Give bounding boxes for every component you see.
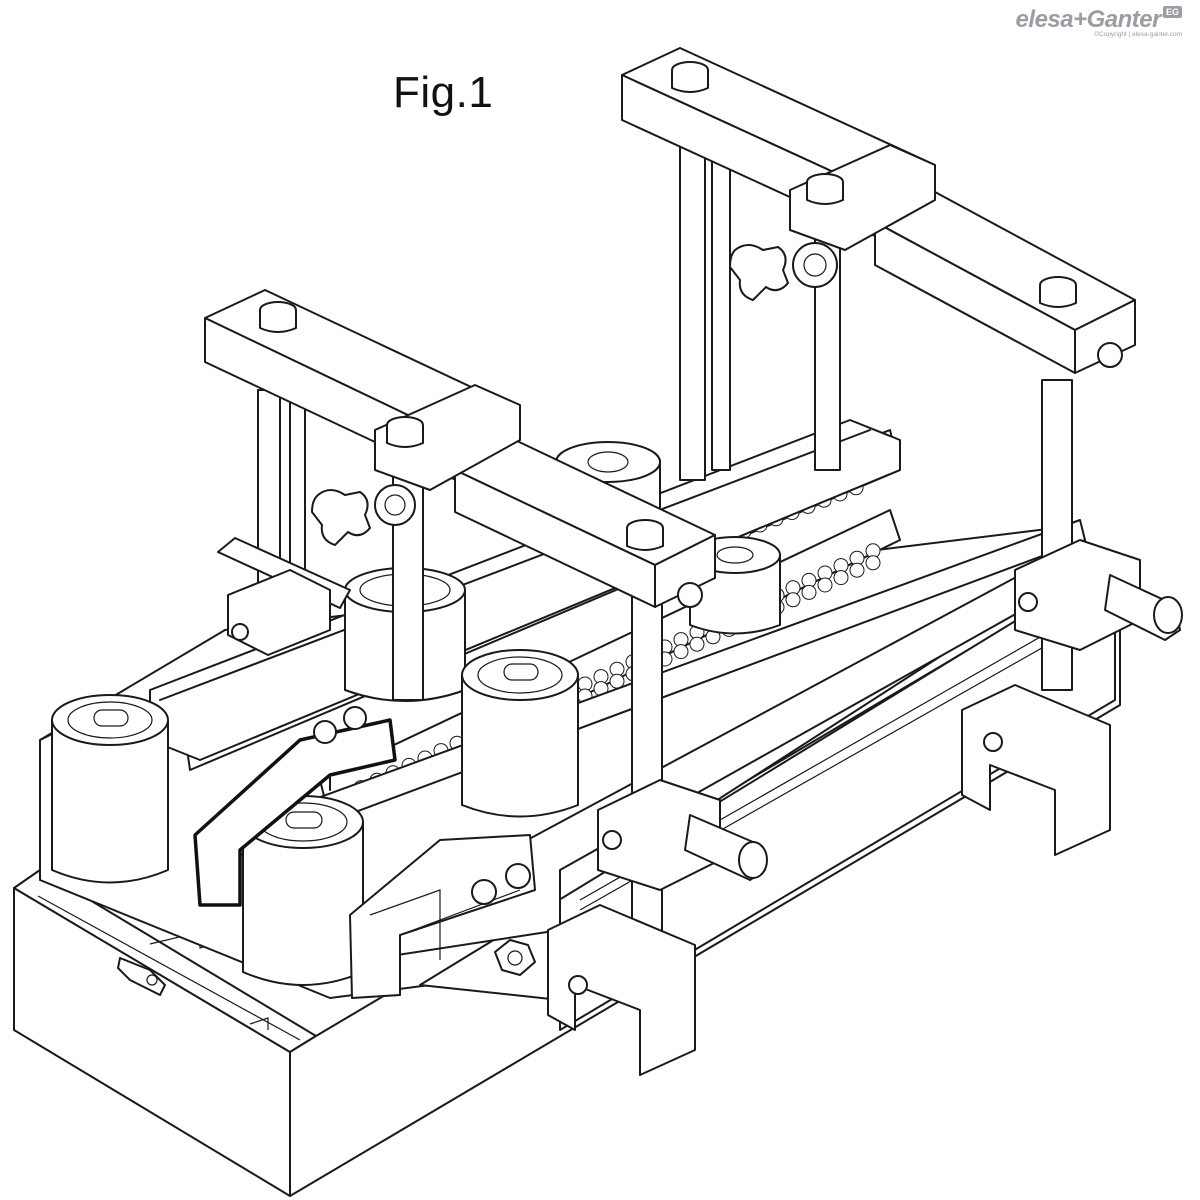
side-clamp-right bbox=[1014, 539, 1183, 651]
chain-ball bbox=[801, 584, 817, 600]
chain-ball bbox=[689, 636, 705, 652]
chain-ball bbox=[833, 570, 849, 586]
side-rod-left bbox=[217, 537, 351, 656]
bolt-left-base bbox=[117, 957, 166, 996]
can-left bbox=[51, 694, 169, 884]
chain-ball bbox=[817, 577, 833, 593]
diverter-guide-front bbox=[349, 834, 536, 999]
lower-clamp-bar-right bbox=[874, 191, 1136, 374]
chain-ball bbox=[849, 562, 865, 578]
logo-copyright: ©Copyright | elesa-ganter.com bbox=[1094, 31, 1182, 38]
hex-nut-front bbox=[494, 939, 536, 976]
diverter-guide-left bbox=[193, 706, 397, 907]
logo-wordmark: elesa+Ganter bbox=[1015, 6, 1162, 33]
star-knob-left bbox=[311, 484, 416, 546]
logo-badge: EG bbox=[1162, 6, 1182, 18]
support-bracket-front bbox=[547, 904, 696, 1076]
cross-clamp-right bbox=[789, 144, 936, 251]
star-knob-right bbox=[729, 242, 838, 301]
figure-label: Fig.1 bbox=[393, 68, 494, 117]
chain-ball bbox=[673, 644, 689, 660]
can-middle bbox=[461, 649, 579, 818]
lower-clamp-bar-left bbox=[454, 439, 716, 608]
chain-ball bbox=[785, 592, 801, 608]
cross-clamp-left bbox=[374, 384, 521, 491]
support-bracket-right bbox=[961, 684, 1111, 856]
side-clamp-front bbox=[597, 779, 768, 891]
chain-ball bbox=[865, 555, 881, 571]
